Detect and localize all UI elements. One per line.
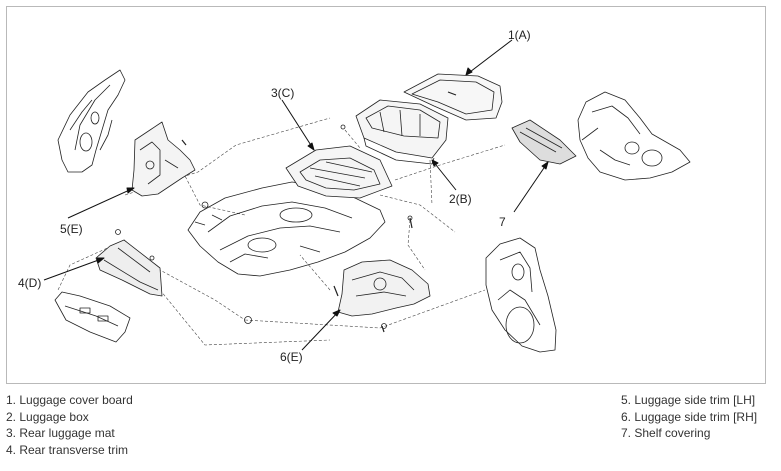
diagram-frame xyxy=(6,6,766,384)
fasteners xyxy=(115,124,413,329)
callout-2b: 2(B) xyxy=(449,192,472,206)
rear-transverse-trim xyxy=(95,239,163,297)
right-rear-body xyxy=(577,91,691,181)
luggage-side-trim-rh xyxy=(333,217,431,333)
leader-lines xyxy=(43,39,549,351)
legend-item-4: 4. Rear transverse trim xyxy=(6,443,129,458)
legend-item-1: 1. Luggage cover board xyxy=(6,393,133,407)
legend-item-6: 6. Luggage side trim [RH] xyxy=(621,409,758,424)
callout-4d: 4(D) xyxy=(18,276,42,290)
right-quarter-panel xyxy=(485,237,557,353)
callout-3c: 3(C) xyxy=(271,86,295,100)
shelf-covering xyxy=(511,119,577,165)
legend-item-5: 5. Luggage side trim [LH] xyxy=(621,393,756,407)
rear-panel xyxy=(54,291,131,343)
callout-6e: 6(E) xyxy=(280,350,303,364)
legend-right: 5. Luggage side trim [LH] 6. Luggage sid… xyxy=(621,392,757,442)
legend-item-7: 7. Shelf covering xyxy=(621,426,711,441)
legend-item-3: 3. Rear luggage mat xyxy=(6,426,115,441)
legend-left: 1. Luggage cover board 2. Luggage box 3.… xyxy=(6,392,133,459)
floor-pan xyxy=(187,181,386,277)
luggage-box xyxy=(355,99,449,165)
rear-luggage-mat xyxy=(285,145,393,199)
callout-1a: 1(A) xyxy=(508,28,531,42)
luggage-side-trim-lh xyxy=(131,121,196,197)
callout-5e: 5(E) xyxy=(60,222,83,236)
left-quarter-panel xyxy=(57,69,126,173)
luggage-cover-board xyxy=(403,73,503,121)
legend-item-2: 2. Luggage box xyxy=(6,409,89,424)
assembly-guide-lines xyxy=(57,117,506,346)
callout-7: 7 xyxy=(499,215,506,229)
